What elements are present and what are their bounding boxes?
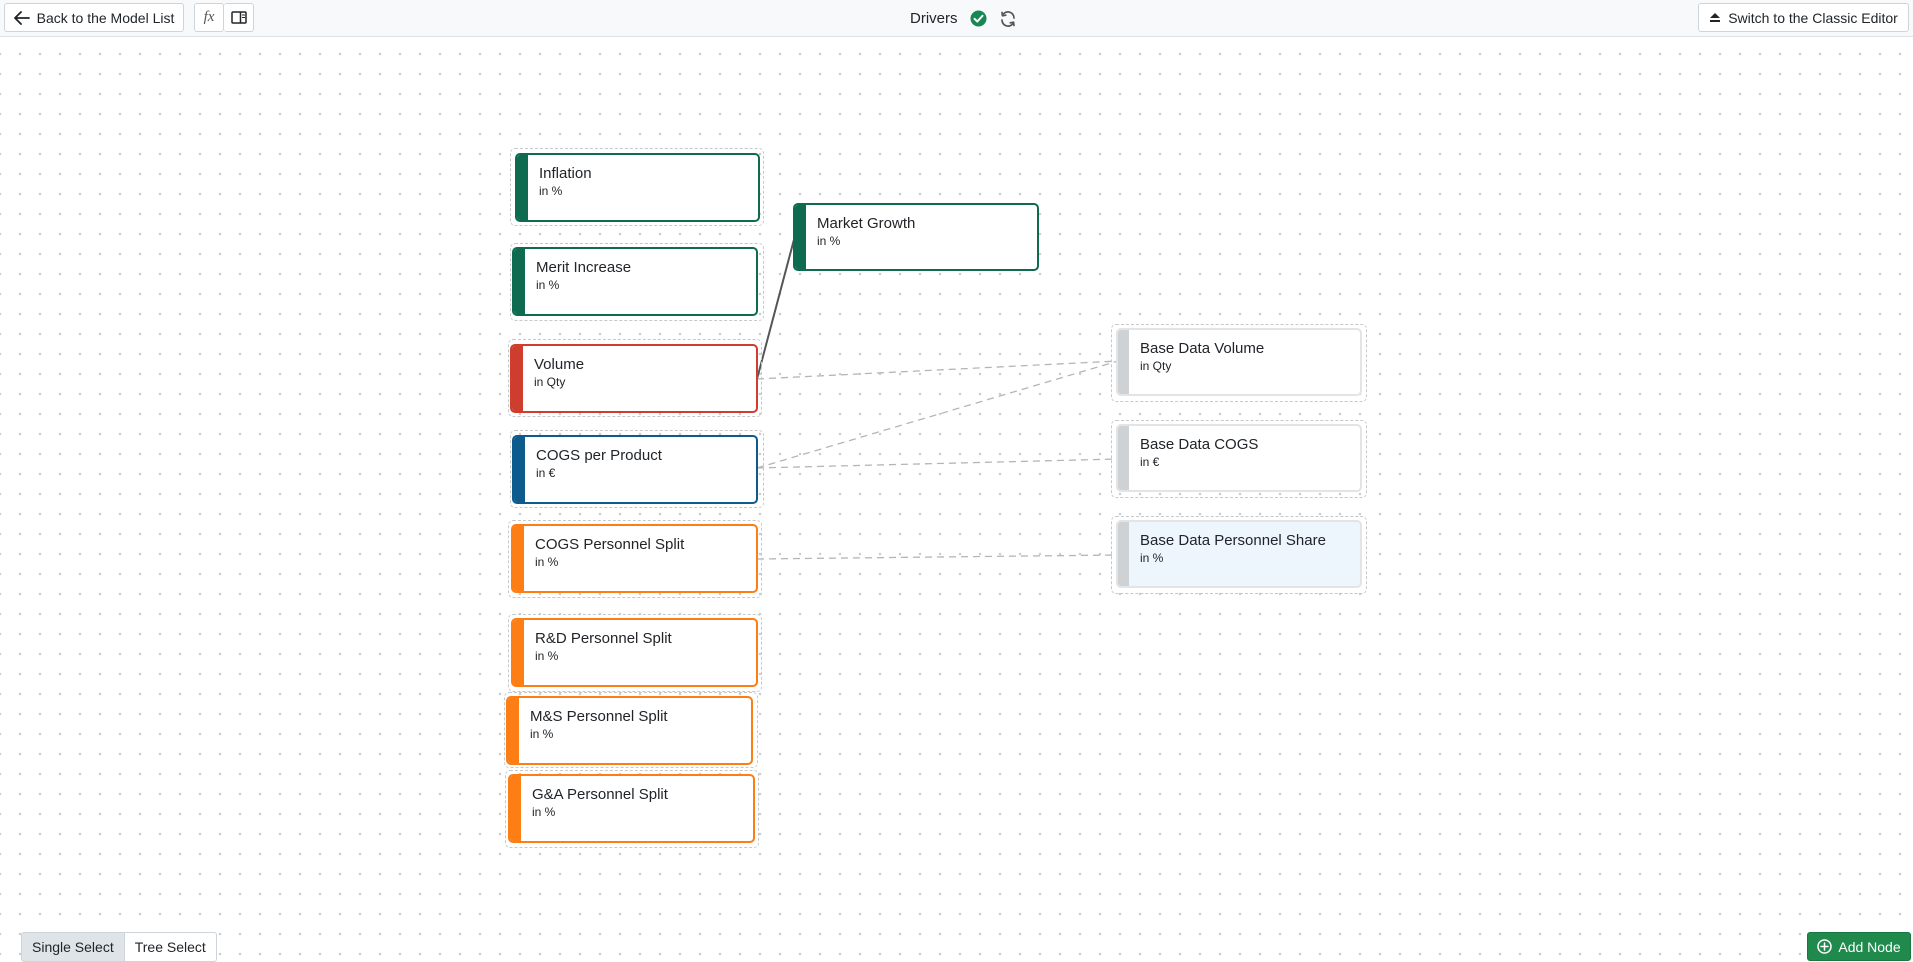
node-name: Base Data Volume — [1140, 340, 1265, 357]
single-select-button[interactable]: Single Select — [21, 932, 125, 962]
driver-canvas[interactable] — [0, 38, 1913, 962]
node-name: Inflation — [539, 165, 592, 182]
node-unit: in € — [1140, 455, 1160, 469]
node-unit: in % — [536, 278, 560, 292]
node-frame-rdsplit — [508, 614, 762, 692]
node-name: COGS Personnel Split — [535, 536, 685, 553]
add-node-button[interactable]: Add Node — [1807, 932, 1911, 961]
driver-node-market-growth[interactable]: Market Growth in % — [793, 203, 1039, 271]
node-name: Base Data COGS — [1140, 436, 1259, 453]
driver-node-rd-personnel-split[interactable]: R&D Personnel Split in % — [511, 618, 758, 687]
switch-classic-editor-button[interactable]: Switch to the Classic Editor — [1698, 3, 1909, 32]
node-color-bar — [512, 346, 523, 411]
node-color-bar — [513, 526, 524, 591]
driver-node-cogs-personnel-split[interactable]: COGS Personnel Split in % — [511, 524, 758, 593]
selection-mode-toggle: Single Select Tree Select — [21, 932, 217, 962]
node-color-bar — [1118, 522, 1129, 586]
node-unit: in % — [535, 649, 559, 663]
driver-node-cogs-per-product[interactable]: COGS per Product in € — [512, 435, 758, 504]
node-frame-bdcogs — [1111, 420, 1367, 498]
driver-node-base-data-personnel-share[interactable]: Base Data Personnel Share in % — [1116, 520, 1362, 588]
driver-node-base-data-cogs[interactable]: Base Data COGS in € — [1116, 424, 1362, 492]
node-color-bar — [1118, 426, 1129, 490]
driver-node-base-data-volume[interactable]: Base Data Volume in Qty — [1116, 328, 1362, 396]
arrow-left-icon — [13, 10, 30, 25]
driver-node-ga-personnel-split[interactable]: G&A Personnel Split in % — [508, 774, 755, 843]
sidebar-panel-icon — [230, 11, 247, 24]
node-name: Base Data Personnel Share — [1140, 532, 1326, 549]
node-frame-mssplit — [504, 692, 758, 768]
back-to-model-list-button[interactable]: Back to the Model List — [4, 3, 184, 32]
node-unit: in Qty — [534, 375, 566, 389]
node-name: COGS per Product — [536, 447, 662, 464]
tree-select-button[interactable]: Tree Select — [124, 932, 217, 962]
node-name: R&D Personnel Split — [535, 630, 672, 647]
node-color-bar — [517, 155, 528, 220]
node-name: M&S Personnel Split — [530, 708, 668, 725]
node-color-bar — [508, 698, 519, 763]
page-title: Drivers — [910, 10, 958, 27]
driver-node-inflation[interactable]: Inflation in % — [515, 153, 760, 222]
node-unit: in € — [536, 466, 556, 480]
add-node-label: Add Node — [1838, 938, 1901, 955]
node-color-bar — [795, 205, 806, 269]
check-circle-icon — [970, 10, 987, 27]
node-color-bar — [513, 620, 524, 685]
node-frame-gasplit — [505, 770, 759, 848]
driver-node-merit-increase[interactable]: Merit Increase in % — [512, 247, 758, 316]
node-unit: in % — [532, 805, 556, 819]
driver-node-volume[interactable]: Volume in Qty — [510, 344, 758, 413]
node-unit: in % — [539, 184, 563, 198]
formula-button[interactable]: fx — [194, 3, 224, 32]
top-toolbar: Back to the Model List fx Drivers Switch… — [0, 0, 1913, 37]
node-frame-volume — [508, 339, 762, 417]
node-unit: in % — [535, 555, 559, 569]
node-frame-merit — [510, 243, 764, 321]
classic-editor-label: Switch to the Classic Editor — [1728, 9, 1898, 26]
node-frame-cogs — [510, 430, 764, 508]
driver-node-ms-personnel-split[interactable]: M&S Personnel Split in % — [506, 696, 753, 765]
node-color-bar — [510, 776, 521, 841]
node-frame-cogssplit — [508, 520, 762, 598]
node-color-bar — [1118, 330, 1129, 394]
node-name: Volume — [534, 356, 585, 373]
eject-icon — [1709, 12, 1721, 23]
node-name: Market Growth — [817, 215, 916, 232]
node-color-bar — [514, 437, 525, 502]
function-icon: fx — [203, 9, 215, 25]
node-frame-inflation — [510, 148, 764, 226]
node-unit: in % — [1140, 551, 1164, 565]
node-frame-bdpers — [1111, 516, 1367, 594]
node-name: G&A Personnel Split — [532, 786, 668, 803]
node-unit: in Qty — [1140, 359, 1172, 373]
node-color-bar — [514, 249, 525, 314]
node-unit: in % — [817, 234, 841, 248]
refresh-icon[interactable] — [999, 10, 1017, 28]
node-name: Merit Increase — [536, 259, 632, 276]
node-frame-bdvol — [1111, 324, 1367, 402]
plus-circle-icon — [1817, 939, 1833, 954]
node-unit: in % — [530, 727, 554, 741]
panel-toggle-button[interactable] — [224, 3, 254, 32]
back-label: Back to the Model List — [36, 9, 175, 26]
model-status: Drivers — [910, 0, 1017, 37]
